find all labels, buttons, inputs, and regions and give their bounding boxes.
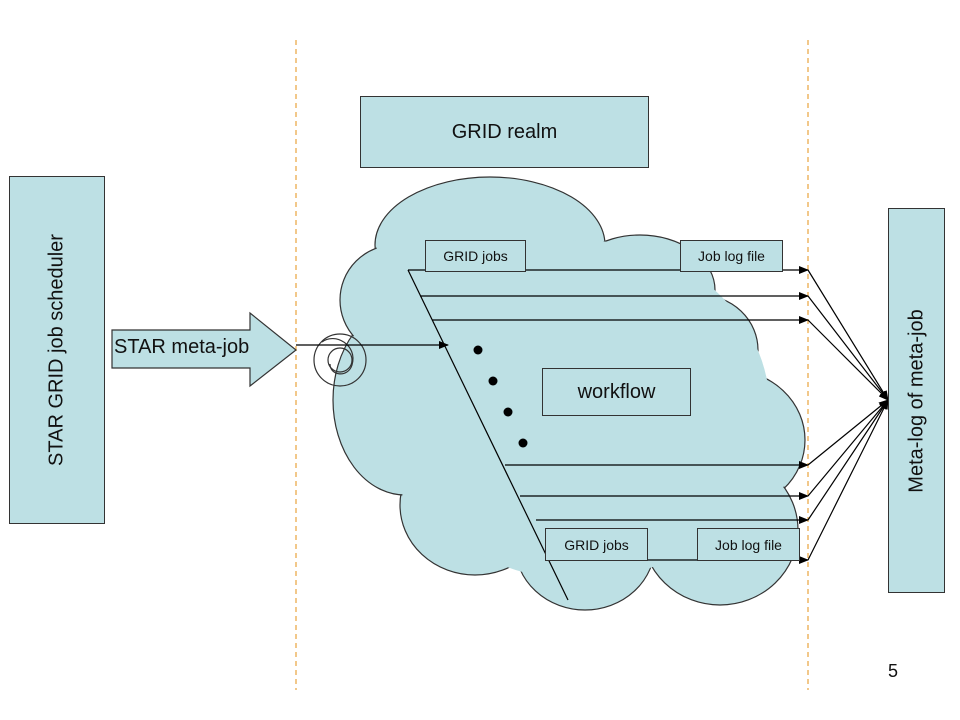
converge-line: [807, 269, 889, 401]
job-fan-diagonal: [407, 269, 569, 601]
metajob-block-arrow: [111, 311, 297, 388]
converge-line: [807, 319, 889, 401]
grid-realm-box: GRID realm: [360, 96, 649, 168]
converging-lines: [807, 269, 889, 561]
job-log-bottom-box: Job log file: [697, 528, 800, 561]
ellipsis-dots: [473, 345, 528, 448]
grid-realm-label: GRID realm: [451, 120, 558, 143]
converge-line: [807, 399, 889, 521]
job-log-top-box: Job log file: [680, 240, 783, 272]
ellipsis-dot: [518, 438, 528, 448]
ellipsis-dot: [473, 345, 483, 355]
scheduler-box: STAR GRID job scheduler: [9, 176, 105, 524]
converge-line: [807, 295, 889, 401]
converge-line: [807, 399, 889, 561]
workflow-box: workflow: [542, 368, 691, 416]
converge-line: [807, 399, 889, 466]
metajob-arrow-label: STAR meta-job: [114, 336, 250, 358]
scheduler-label: STAR GRID job scheduler: [45, 234, 68, 466]
ellipsis-dot: [503, 407, 513, 417]
job-log-bottom-label: Job log file: [715, 536, 782, 553]
page-number: 5: [888, 661, 899, 681]
grid-cloud: [332, 176, 806, 611]
grid-jobs-top-label: GRID jobs: [443, 248, 508, 264]
metalog-label: Meta-log of meta-job: [905, 308, 927, 493]
metalog-box: Meta-log of meta-job: [888, 208, 945, 593]
job-log-top-label: Job log file: [698, 248, 765, 264]
grid-jobs-bottom-box: GRID jobs: [545, 528, 648, 561]
workflow-label: workflow: [577, 380, 656, 403]
converge-line: [807, 399, 889, 497]
swirl-icon: [313, 333, 367, 387]
grid-jobs-bottom-label: GRID jobs: [564, 536, 629, 553]
ellipsis-dot: [488, 376, 498, 386]
grid-jobs-top-box: GRID jobs: [425, 240, 526, 272]
